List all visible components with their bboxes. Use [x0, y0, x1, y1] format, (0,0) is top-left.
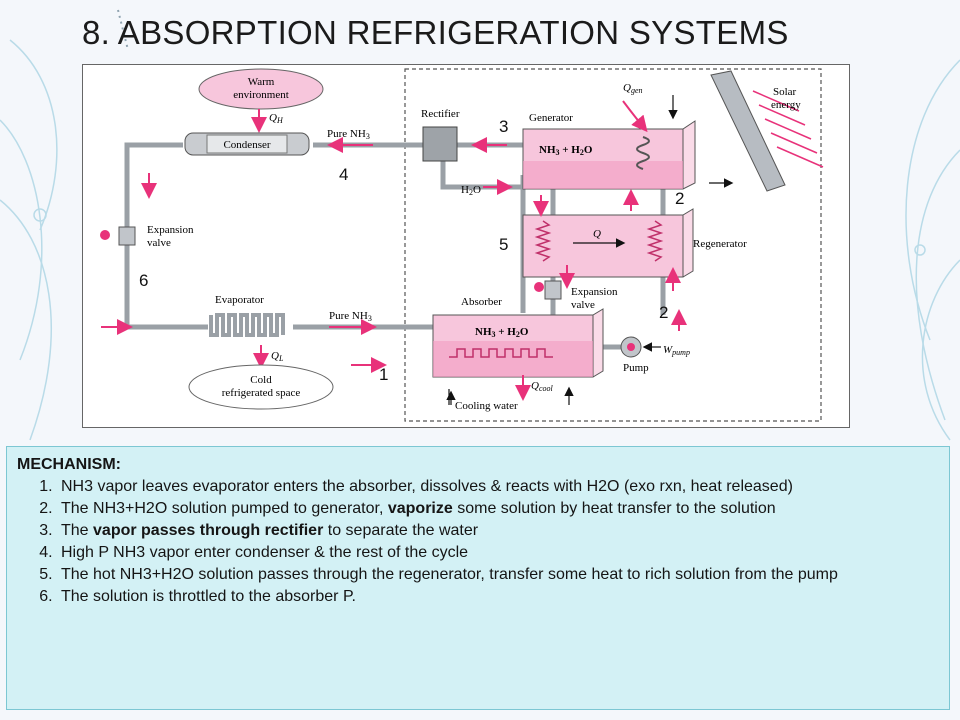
state-number-3: 3: [499, 117, 509, 136]
condenser: Condenser: [184, 132, 310, 156]
mechanism-step-2: The NH3+H2O solution pumped to generator…: [57, 498, 939, 520]
mechanism-title: MECHANISM:: [17, 456, 121, 473]
mechanism-step-5: The hot NH3+H2O solution passes through …: [57, 564, 939, 586]
cooling-water-label: Cooling water: [455, 400, 518, 412]
warm-environment-cloud: Warm environment: [198, 68, 324, 110]
generator-boundary: [404, 68, 822, 422]
mechanism-step-3: The vapor passes through rectifier to se…: [57, 520, 939, 542]
h2o-label: H2O: [461, 184, 481, 197]
cold-refrigerated-space-cloud: Cold refrigerated space: [188, 364, 334, 410]
qh-label: QH: [269, 112, 284, 125]
wpump-label: Wpump: [663, 344, 690, 357]
svg-text:Expansion: Expansion: [571, 286, 618, 298]
absorber: Absorber NH3 + H2O: [432, 296, 604, 378]
svg-text:valve: valve: [147, 237, 171, 249]
state-number-1: 1: [379, 365, 389, 384]
state-number-6: 6: [139, 271, 149, 290]
qgen-label: Qgen: [623, 82, 643, 95]
state-number-2-bottom: 2: [659, 303, 669, 322]
svg-text:Pump: Pump: [623, 362, 649, 374]
svg-text:Q: Q: [593, 228, 601, 240]
state-number-4: 4: [339, 165, 349, 184]
solar-panel: Solar energy: [710, 70, 824, 192]
generator: Generator NH3 + H2O: [522, 112, 696, 190]
svg-text:Evaporator: Evaporator: [215, 294, 264, 306]
svg-text:energy: energy: [771, 99, 801, 111]
svg-text:valve: valve: [571, 299, 595, 311]
pure-nh3-bottom-label: Pure NH3: [329, 310, 372, 323]
mechanism-step-4: High P NH3 vapor enter condenser & the r…: [57, 542, 939, 564]
svg-text:Regenerator: Regenerator: [693, 238, 747, 250]
mechanism-step-1: NH3 vapor leaves evaporator enters the a…: [57, 476, 939, 498]
svg-text:environment: environment: [233, 89, 289, 101]
svg-text:Cold: Cold: [250, 374, 272, 386]
mechanism-list: NH3 vapor leaves evaporator enters the a…: [17, 476, 939, 608]
state-number-2-top: 2: [675, 189, 685, 208]
svg-text:refrigerated space: refrigerated space: [222, 387, 301, 399]
state-number-5: 5: [499, 235, 509, 254]
svg-text:Warm: Warm: [248, 76, 275, 88]
svg-text:Absorber: Absorber: [461, 296, 502, 308]
pure-nh3-top-label: Pure NH3: [327, 128, 370, 141]
svg-text:Condenser: Condenser: [223, 139, 270, 151]
regenerator: Q Regenerator: [522, 208, 747, 278]
svg-text:Rectifier: Rectifier: [421, 108, 460, 120]
slide-title: 8. ABSORPTION REFRIGERATION SYSTEMS: [82, 14, 789, 51]
absorber-solution-label: NH3 + H2O: [475, 326, 529, 339]
pump: Pump Wpump: [620, 336, 690, 374]
svg-text:Expansion: Expansion: [147, 224, 194, 236]
absorption-refrigeration-diagram: Warm environment QH Condenser Pure NH3 R…: [82, 64, 850, 428]
expansion-valve-right: Expansion valve: [534, 280, 618, 311]
mechanism-step-6: The solution is throttled to the absorbe…: [57, 586, 939, 608]
evaporator: Evaporator: [209, 294, 285, 337]
svg-text:Solar: Solar: [773, 86, 797, 98]
qcool-label: Qcool: [531, 380, 554, 393]
mechanism-box: MECHANISM: NH3 vapor leaves evaporator e…: [6, 446, 950, 710]
rectifier: Rectifier: [421, 108, 460, 162]
generator-solution-label: NH3 + H2O: [539, 144, 593, 157]
expansion-valve-left: Expansion valve: [100, 224, 194, 249]
ql-label: QL: [271, 350, 284, 363]
diagram-canvas: Warm environment QH Condenser Pure NH3 R…: [100, 68, 824, 422]
svg-text:Generator: Generator: [529, 112, 573, 124]
